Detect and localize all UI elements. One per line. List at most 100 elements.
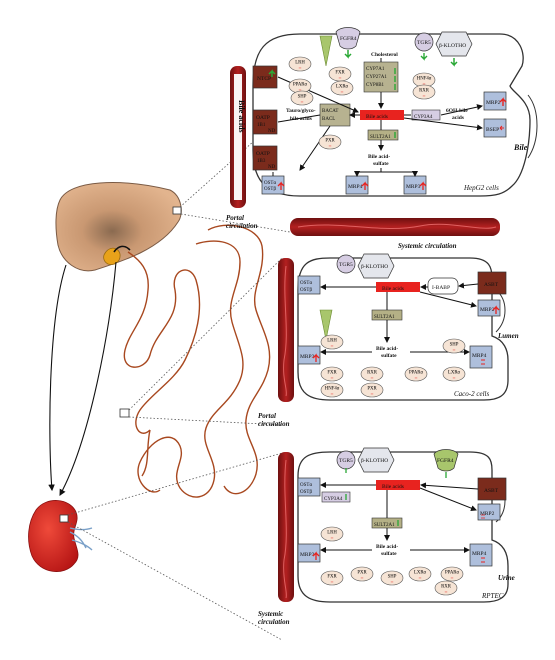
svg-text:MRP3: MRP3	[300, 552, 315, 558]
systemic-label-liver: Systemic circulation	[398, 242, 457, 250]
svg-text:FXR: FXR	[327, 575, 337, 580]
svg-text:⇔: ⇔	[338, 75, 343, 80]
nuclear-receptor-lxr: LXRα⇔	[442, 366, 466, 382]
sult-box-kidney: SULT2A1	[371, 517, 403, 529]
svg-text:β-KLOTHO: β-KLOTHO	[361, 458, 388, 464]
tgr5-receptor-liver: TGR5	[414, 32, 434, 61]
nuclear-receptor-pxr: PXR⇔	[360, 382, 384, 398]
svg-text:PPARα: PPARα	[293, 83, 308, 88]
liver-organ	[55, 182, 182, 272]
svg-text:MRP2: MRP2	[486, 100, 501, 106]
svg-text:LRH: LRH	[295, 61, 305, 66]
svg-text:⇔: ⇔	[422, 81, 427, 86]
tgr5-receptor-intestine: TGR5	[336, 254, 356, 274]
fgf19-ligand-liver	[319, 35, 333, 67]
svg-text:CYP8B1: CYP8B1	[366, 83, 385, 88]
svg-text:FXR: FXR	[335, 71, 345, 76]
rptec-cell-membrane	[297, 451, 509, 603]
lumen-label: Lumen	[497, 332, 519, 340]
nuclear-receptor-shp: SHP⇔	[442, 338, 466, 354]
svg-text:⇔: ⇔	[452, 375, 457, 380]
bsep-transporter: BSEP	[483, 118, 507, 138]
svg-text:⇔: ⇔	[390, 579, 395, 584]
svg-text:TGR5: TGR5	[417, 40, 431, 46]
kidney-sample-box	[59, 514, 69, 523]
svg-text:PXR: PXR	[357, 571, 367, 576]
ost-transporter-liver: OSTα OSTβ	[261, 175, 285, 195]
taurine-label: Tauro/glyco-	[286, 108, 316, 114]
svg-text:SULT2A1: SULT2A1	[374, 523, 395, 528]
nuclear-receptor-ppar: PPARα⇔	[288, 78, 312, 94]
svg-text:Bile acids: Bile acids	[382, 286, 404, 292]
hepg2-label: HepG2 cells	[463, 184, 499, 192]
svg-text:⇔: ⇔	[360, 575, 365, 580]
svg-text:MRP2: MRP2	[480, 307, 495, 313]
svg-text:Bile acids: Bile acids	[366, 114, 388, 120]
mrp4-transporter-liver: MRP4	[345, 175, 369, 195]
svg-text:OSTα: OSTα	[300, 281, 312, 286]
nuclear-receptor-rxr: RXR⇔	[434, 580, 458, 596]
bile-acids-box-kidney: Bile acids	[376, 480, 420, 490]
portal-label-liver: Portal	[226, 214, 244, 222]
klotho-receptor-kidney: β-KLOTHO	[357, 447, 395, 473]
liver-sample-box	[172, 206, 182, 215]
ntcp-transporter: NTCP	[252, 65, 278, 89]
svg-text:I-BABP: I-BABP	[432, 285, 450, 291]
nuclear-receptor-lrh: LRH⇔	[320, 334, 344, 350]
fgf19-ligand-intestine	[319, 309, 333, 341]
fgfr4-receptor-liver: FGFR4	[335, 27, 361, 59]
mrp3-transporter-intestine: MRP3	[297, 345, 321, 365]
svg-text:⇔: ⇔	[298, 87, 303, 92]
svg-text:ASBT: ASBT	[484, 488, 499, 494]
klotho-receptor-liver: β-KLOTHO	[435, 31, 473, 67]
svg-text:TGR5: TGR5	[339, 458, 353, 464]
svg-text:⇔: ⇔	[452, 347, 457, 352]
svg-text:⇔: ⇔	[340, 89, 345, 94]
intestine-sample-box	[119, 408, 130, 418]
svg-text:LXRα: LXRα	[414, 571, 427, 576]
svg-text:⇔: ⇔	[330, 535, 335, 540]
svg-text:OSTβ: OSTβ	[300, 490, 312, 495]
svg-text:⇔: ⇔	[370, 375, 375, 380]
svg-text:SHP: SHP	[298, 95, 307, 100]
oatp1-nd: ND	[268, 129, 276, 134]
nuclear-receptor-fxr: FXR⇔	[320, 366, 344, 382]
nuclear-receptors-kidney: LRH⇔PPARα⇔FXR⇔PXR⇔SHP⇔LXRα⇔RXR⇔	[320, 526, 464, 596]
svg-text:⇔: ⇔	[300, 99, 305, 104]
mrp3-transporter-liver: MRP3	[403, 175, 427, 195]
urine-label: Urine	[498, 574, 515, 582]
svg-text:sulfate: sulfate	[381, 551, 397, 557]
svg-text:PPARα: PPARα	[409, 371, 424, 376]
svg-text:RXR: RXR	[419, 89, 430, 94]
svg-text:HNF4α: HNF4α	[417, 77, 432, 82]
svg-text:MRP4: MRP4	[472, 353, 487, 359]
svg-text:MRP3: MRP3	[300, 354, 315, 360]
caco2-label: Caco-2 cells	[454, 390, 489, 398]
nuclear-receptor-rxr: RXR⇔	[360, 366, 384, 382]
svg-text:MRP2: MRP2	[480, 511, 495, 517]
svg-text:TGR5: TGR5	[339, 262, 353, 268]
nuclear-receptor-fxr: FXR⇔	[328, 66, 352, 82]
oatp1-sub: 1B1	[257, 123, 266, 128]
svg-text:LXRα: LXRα	[336, 85, 349, 90]
nuclear-receptor-lxr: LXRα⇔	[408, 566, 432, 582]
asbt-transporter-kidney: ASBT	[477, 477, 507, 501]
svg-text:⇔: ⇔	[330, 343, 335, 348]
svg-text:SHP: SHP	[450, 343, 459, 348]
nuclear-receptor-fxr: FXR⇔	[320, 570, 344, 586]
nuclear-receptor-lrh: LRH⇔	[288, 56, 312, 72]
svg-text:FXR: FXR	[327, 371, 337, 376]
svg-text:LRH: LRH	[327, 531, 337, 536]
svg-text:RXR: RXR	[441, 585, 452, 590]
kidney-panel: ASBT MRP2 OSTα OSTβ MRP3 MRP4 TGR5	[258, 447, 515, 626]
liver-panel: NTCP OATP 1B1 ND OATP 1B3 ND Bile acids …	[226, 27, 538, 250]
svg-text:FGFR4: FGFR4	[437, 458, 454, 464]
svg-text:ASBT: ASBT	[484, 282, 499, 288]
svg-text:OSTα: OSTα	[300, 483, 312, 488]
svg-text:RXR: RXR	[367, 371, 378, 376]
svg-text:sulfate: sulfate	[373, 161, 389, 167]
systemic-label-kidney: Systemic	[258, 610, 283, 618]
svg-text:⇔: ⇔	[450, 575, 455, 580]
svg-text:PXR: PXR	[325, 139, 335, 144]
